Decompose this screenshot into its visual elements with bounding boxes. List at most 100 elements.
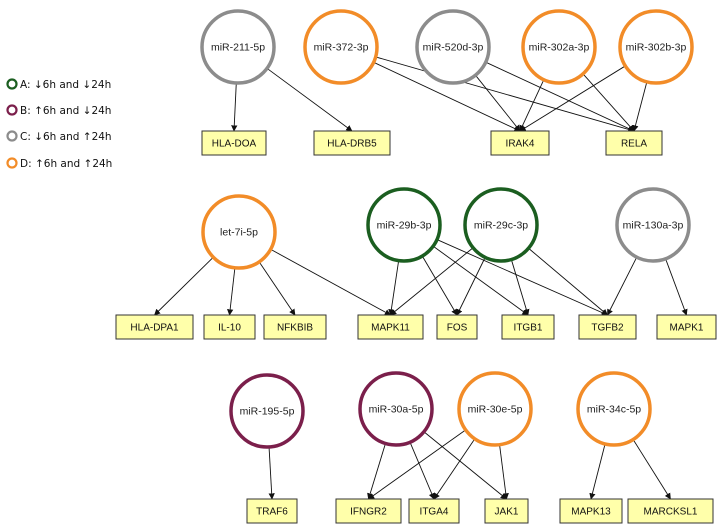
- mirna-label: miR-130a-3p: [623, 220, 684, 232]
- legend-item-C: C: ↓6h and ↑24h: [6, 130, 112, 143]
- legend-circle-icon: [6, 130, 18, 142]
- gene-label: NFKBIB: [277, 323, 313, 334]
- mirna-label: miR-30a-5p: [369, 404, 424, 416]
- gene-label: ITGA4: [420, 507, 449, 518]
- gene-label: HLA-DPA1: [130, 323, 179, 334]
- edge-m29c-itgb1: [511, 260, 530, 316]
- mirna-node-m195: miR-195-5p: [229, 373, 305, 449]
- gene-node-ifngr2: IFNGR2: [335, 498, 402, 524]
- mirna-node-m34c: miR-34c-5p: [576, 371, 652, 447]
- edge-m372-rela: [376, 56, 635, 133]
- legend-item-A: A: ↓6h and ↓24h: [6, 78, 111, 91]
- gene-label: MARCKSL1: [644, 507, 698, 518]
- mirna-label: let-7i-5p: [220, 227, 258, 239]
- edge-m30a-ifngr2: [367, 444, 386, 500]
- mirna-label: miR-302a-3p: [529, 42, 590, 54]
- edge-m302b-rela: [632, 82, 648, 132]
- mirna-circle: [201, 194, 277, 270]
- mirna-circle: [229, 373, 305, 449]
- mirna-circle: [358, 371, 434, 447]
- edge-m30e-jak1: [499, 445, 509, 500]
- gene-node-tgfb2: TGFB2: [578, 314, 637, 340]
- edge-let7i-il10: [227, 268, 236, 316]
- gene-box: [115, 314, 194, 340]
- mirna-label: miR-211-5p: [211, 42, 265, 54]
- gene-targets: HLA-DOA HLA-DRB5 IRAK4 RELA HLA-DPA1 IL-10 NFK…: [115, 130, 717, 524]
- gene-label: IFNGR2: [350, 507, 387, 518]
- gene-node-fos: FOS: [436, 314, 478, 340]
- gene-node-hladpa1: HLA-DPA1: [115, 314, 194, 340]
- gene-node-irak4: IRAK4: [490, 130, 550, 156]
- gene-box: [559, 498, 623, 524]
- mirna-node-m29c: miR-29c-3p: [463, 187, 539, 263]
- edge-m302b-irak4: [519, 66, 625, 132]
- gene-label: HLA-DOA: [212, 139, 257, 150]
- gene-box: [357, 314, 424, 340]
- legend-circle-icon: [6, 157, 18, 169]
- edge-m30a-jak1: [424, 432, 507, 500]
- gene-node-mapk1: MAPK1: [656, 314, 717, 340]
- edge-m195-traf6: [268, 447, 275, 500]
- gene-box: [263, 314, 327, 340]
- mirna-node-m302b: miR-302b-3p: [618, 9, 694, 85]
- edge-m29c-tgfb2: [528, 248, 608, 316]
- mirna-label: miR-29b-3p: [377, 220, 432, 232]
- gene-label: MAPK1: [670, 323, 704, 334]
- mirna-label: miR-302b-3p: [626, 42, 687, 54]
- legend-label: B: ↑6h and ↓24h: [20, 105, 111, 117]
- gene-box: [484, 498, 529, 524]
- mirna-label: miR-372-3p: [314, 42, 369, 54]
- gene-box: [627, 498, 714, 524]
- gene-box: [408, 498, 460, 524]
- gene-node-rela: RELA: [605, 130, 663, 156]
- mirna-label: miR-29c-3p: [474, 220, 528, 232]
- gene-box: [656, 314, 717, 340]
- gene-box: [203, 314, 256, 340]
- gene-node-itgb1: ITGB1: [501, 314, 555, 340]
- gene-box: [201, 130, 267, 156]
- edge-m29b-itgb1: [433, 246, 529, 316]
- gene-node-il10: IL-10: [203, 314, 256, 340]
- mirna-circle: [618, 9, 694, 85]
- legend-label: C: ↓6h and ↑24h: [20, 131, 112, 143]
- edge-m30e-itga4: [433, 439, 475, 500]
- edge-m30e-ifngr2: [367, 430, 466, 500]
- edge-m130a-mapk1: [665, 259, 688, 316]
- edge-m34c-mapk13: [589, 444, 606, 500]
- edge-m520d-rela: [486, 62, 635, 132]
- gene-label: HLA-DRB5: [327, 139, 377, 150]
- legend: A: ↓6h and ↓24h B: ↑6h and ↓24h C: ↓6h and…: [6, 78, 112, 170]
- edge-let7i-mapk11: [271, 249, 392, 316]
- gene-label: IL-10: [218, 323, 241, 334]
- mirna-circle: [521, 9, 597, 85]
- gene-label: IRAK4: [506, 139, 535, 150]
- edge-m30a-itga4: [409, 442, 435, 500]
- legend-item-B: B: ↑6h and ↓24h: [6, 104, 111, 117]
- edge-m29b-mapk11: [388, 261, 399, 316]
- gene-node-itga4: ITGA4: [408, 498, 460, 524]
- gene-node-mapk13: MAPK13: [559, 498, 623, 524]
- mirna-node-m30e: miR-30e-5p: [457, 371, 533, 447]
- gene-label: MAPK11: [371, 323, 410, 334]
- edge-m520d-irak4: [475, 75, 521, 132]
- mirna-node-m211: miR-211-5p: [200, 9, 276, 85]
- mirna-label: miR-34c-5p: [587, 404, 641, 416]
- gene-box: [335, 498, 402, 524]
- edge-m211-hladoa: [231, 83, 238, 132]
- edge-m29b-tgfb2: [437, 239, 609, 316]
- mirna-circle: [576, 371, 652, 447]
- mirna-circle: [463, 187, 539, 263]
- gene-label: TRAF6: [256, 507, 288, 518]
- mirna-node-m372: miR-372-3p: [303, 9, 379, 85]
- mirna-circle: [303, 9, 379, 85]
- mirna-circle: [615, 187, 691, 263]
- mirna-circle: [457, 371, 533, 447]
- gene-box: [246, 498, 298, 524]
- edge-m29b-fos: [422, 256, 458, 316]
- mirna-node-m29b: miR-29b-3p: [366, 187, 442, 263]
- edge-m302a-irak4: [519, 80, 544, 132]
- edge-m29c-fos: [456, 258, 486, 316]
- gene-node-hladrb5: HLA-DRB5: [313, 130, 391, 156]
